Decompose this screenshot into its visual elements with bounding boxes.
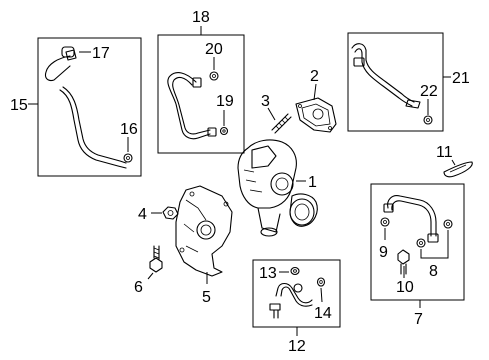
- callout-21: 21: [452, 70, 470, 87]
- callout-17: 17: [92, 45, 110, 62]
- oil-feed-line-18: [167, 72, 217, 140]
- callout-6: 6: [134, 279, 143, 296]
- washer-14: [316, 277, 326, 287]
- callout-18: 18: [192, 9, 210, 26]
- turbocharger-1: [237, 139, 318, 237]
- washer-13: [290, 266, 300, 276]
- group-box-15: [37, 37, 142, 177]
- washer-8-left: [416, 238, 426, 248]
- coolant-pipe-15: [44, 49, 127, 169]
- callout-10: 10: [396, 279, 414, 296]
- washer-9: [380, 217, 390, 227]
- oil-return-line-21: [351, 43, 421, 109]
- callout-19: 19: [216, 93, 234, 110]
- nut-4: [162, 206, 179, 220]
- heat-shield-11: [443, 161, 473, 178]
- gasket-2: [295, 97, 337, 133]
- group-box-21: [347, 32, 444, 132]
- callout-2: 2: [310, 68, 319, 85]
- callout-13: 13: [259, 265, 277, 282]
- stud-3: [271, 113, 292, 134]
- callout-7: 7: [414, 311, 423, 328]
- washer-19: [219, 126, 229, 136]
- callout-3: 3: [261, 93, 270, 110]
- clamp-17: [61, 46, 75, 58]
- callout-9: 9: [379, 244, 388, 261]
- callout-1: 1: [308, 174, 317, 191]
- callout-4: 4: [138, 206, 147, 223]
- washer-8-right: [443, 219, 453, 229]
- washer-16: [123, 153, 133, 163]
- callout-12: 12: [288, 338, 306, 355]
- exhaust-manifold-5: [175, 185, 233, 277]
- tube-assembly-7: [383, 195, 439, 243]
- callout-5: 5: [202, 289, 211, 306]
- washer-20: [209, 71, 219, 81]
- callout-20: 20: [205, 41, 223, 58]
- gasket-22: [423, 115, 433, 125]
- callout-15: 15: [10, 97, 28, 114]
- callout-11: 11: [436, 144, 453, 161]
- callout-8: 8: [429, 263, 438, 280]
- group-box-7: [370, 183, 465, 301]
- callout-16: 16: [120, 121, 138, 138]
- leader-lines: [28, 26, 456, 336]
- banjo-bolt-10: [397, 249, 410, 275]
- callout-22: 22: [420, 83, 438, 100]
- bolt-6: [149, 245, 163, 273]
- callout-14: 14: [314, 305, 332, 322]
- connector-pipe-12: [269, 282, 313, 319]
